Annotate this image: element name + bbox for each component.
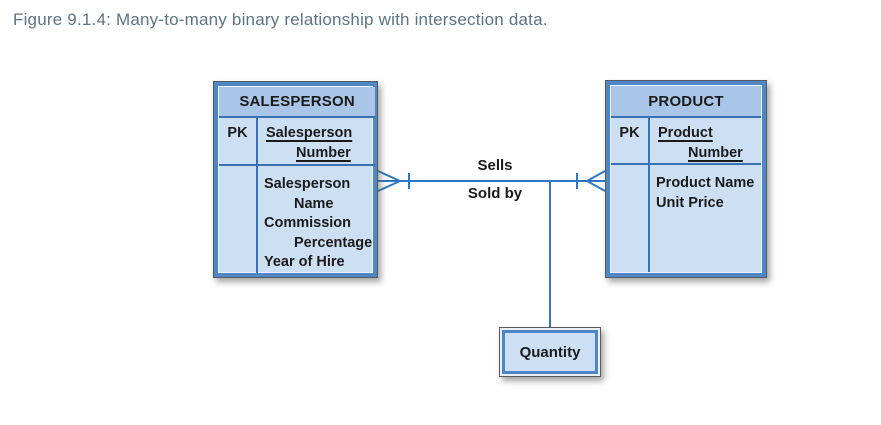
pk-column-spacer — [611, 165, 650, 272]
entity-salesperson-table: SALESPERSON PK Salesperson Number Salesp… — [218, 86, 376, 273]
entity-product-title: PRODUCT — [611, 86, 761, 118]
entity-product: PRODUCT PK Product Number Product Name U… — [605, 80, 767, 278]
pk-column-spacer — [219, 166, 258, 273]
crowsfoot-many-left — [377, 170, 401, 192]
relationship-label-sells: Sells — [477, 157, 513, 174]
entity-salesperson: SALESPERSON PK Salesperson Number Salesp… — [213, 81, 378, 278]
pk-attribute: Product Number — [658, 125, 743, 161]
intersection-data-box: Quantity — [499, 327, 601, 377]
attribute: Commission Percentage — [264, 215, 373, 251]
attribute: Product Name — [656, 175, 755, 191]
relationship-label-sold-by: Sold by — [467, 185, 523, 202]
figure-caption: Figure 9.1.4: Many-to-many binary relati… — [13, 10, 548, 29]
pk-attribute: Salesperson Number — [266, 125, 353, 161]
pk-label: PK — [611, 118, 650, 165]
attribute: Salesperson Name — [264, 176, 351, 212]
attribute: Unit Price — [656, 194, 724, 211]
intersection-data-label: Quantity — [502, 330, 598, 374]
attribute-list: Product Name Unit Price — [650, 165, 761, 272]
pk-label: PK — [219, 118, 258, 166]
entity-product-table: PRODUCT PK Product Number Product Name U… — [610, 85, 762, 273]
crowsfoot-many-right — [586, 170, 606, 192]
attribute: Year of Hire — [264, 254, 345, 270]
attribute-list: Salesperson Name Commission Percentage Y… — [258, 166, 375, 273]
entity-salesperson-title: SALESPERSON — [219, 87, 376, 118]
